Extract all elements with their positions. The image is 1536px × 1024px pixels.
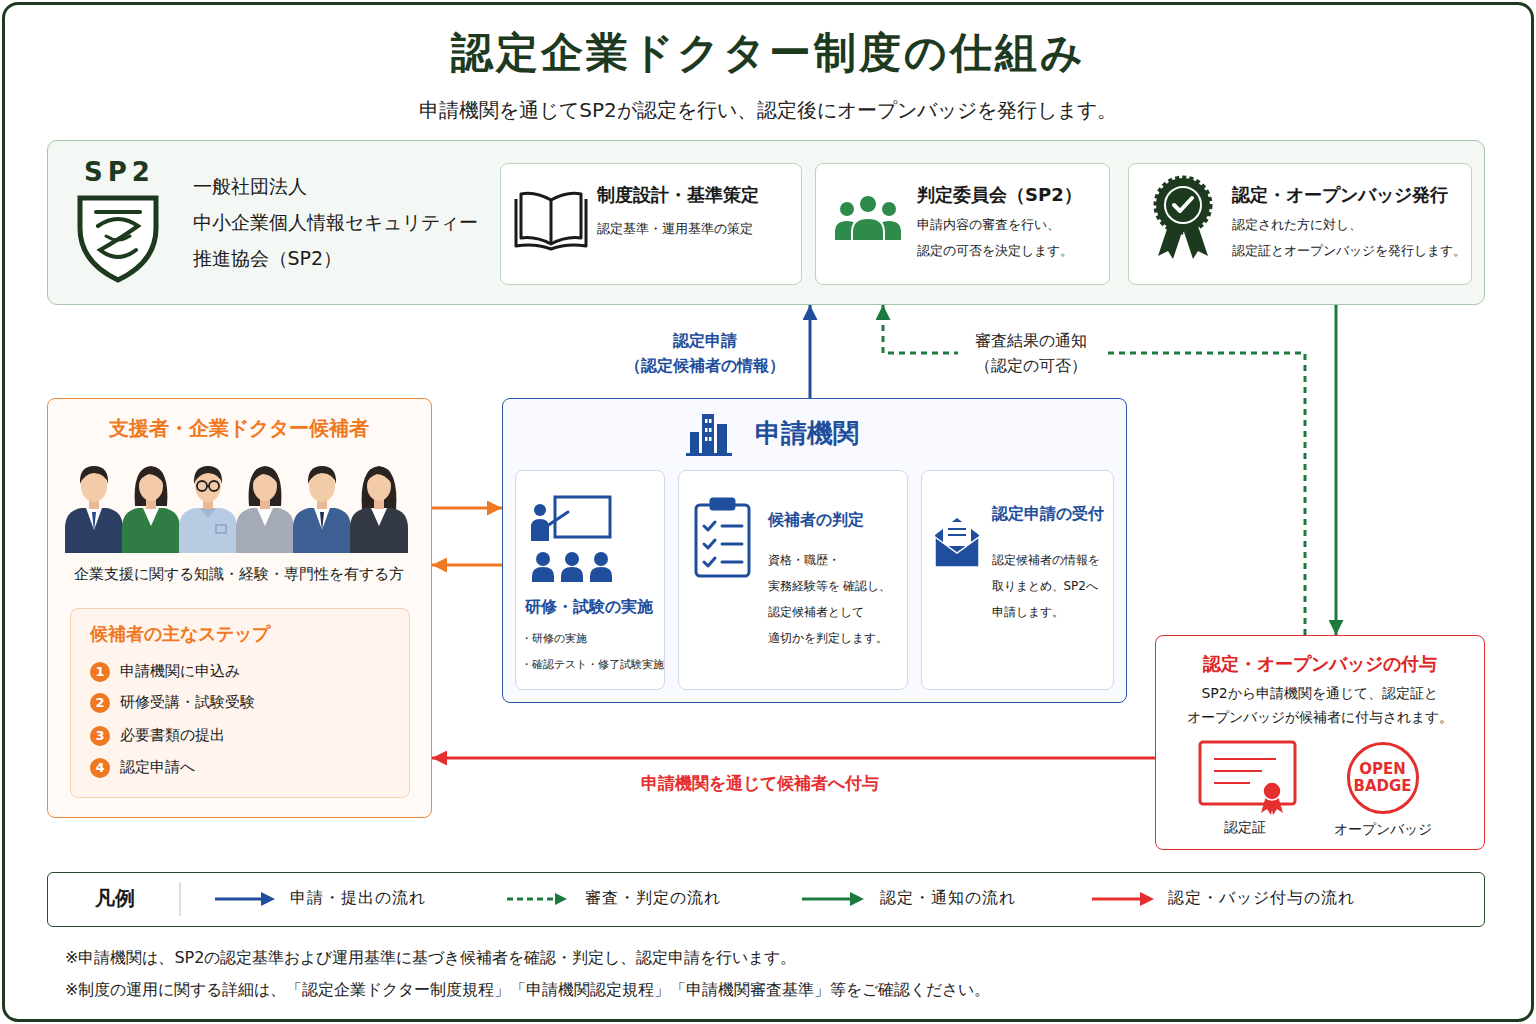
badge-circle: OPEN BADGEオープンバッジ: [1347, 742, 1419, 814]
node-text: オープンバッジ: [1318, 820, 1448, 838]
node-text: 資格・職歴・実務経験等を 確認し、認定候補者として 適切かを判定します。: [768, 547, 910, 651]
node-text: 研修受講・試験受験: [120, 693, 380, 713]
node-text: ・確認テスト・修了試験実施: [521, 658, 663, 672]
legend-samples: [850, 892, 864, 906]
node-heading: 研修・試験の実施: [525, 597, 663, 618]
flow-arrow: [1335, 305, 1338, 635]
node-heading: 申請機関: [755, 417, 915, 451]
legend-text: 認定・バッジ付与の流れ: [1168, 888, 1355, 909]
node-heading: 候補者の主なステップ: [90, 622, 390, 645]
edge-label: 申請機関を通じて候補者へ付与: [560, 772, 960, 794]
node-heading: SP2: [82, 156, 158, 190]
flow-arrow: [432, 564, 502, 567]
legend-samples: [802, 898, 851, 901]
node-text: 認定申請へ: [120, 758, 380, 778]
flow-arrow: [432, 507, 502, 510]
flow-arrow: [432, 757, 1155, 760]
callout-number: 3: [90, 726, 110, 746]
candidate-box: 支援者・企業ドクター候補者企業支援に関する知識・経験・専門性を有する方候補者の主…: [47, 398, 432, 818]
node-text: 一般社団法人 中小企業個人情報セキュリティー 推進協会（SP2）: [193, 168, 493, 276]
node-heading: 認定・オープンバッジの付与: [1155, 652, 1485, 675]
process-box: 候補者の判定資格・職歴・実務経験等を 確認し、認定候補者として 適切かを判定しま…: [678, 470, 908, 690]
node-heading: OPEN BADGE: [1351, 761, 1415, 795]
process-box: 認定申請の受付認定候補者の情報を 取りまとめ、SP2へ 申請します。: [921, 470, 1114, 690]
legend-text: 申請・提出の流れ: [290, 888, 426, 909]
legend-samples: [1140, 892, 1154, 906]
legend-samples: [215, 898, 263, 901]
legend-text: 認定・通知の流れ: [880, 888, 1016, 909]
node-heading: 判定委員会（SP2）: [917, 183, 1102, 206]
callout-number: 1: [90, 662, 110, 682]
node-text: 認定候補者の情報を 取りまとめ、SP2へ 申請します。: [992, 547, 1110, 625]
diagram-caption: 申請機関を通じてSP2が認定を行い、認定後にオープンバッジを発行します。: [0, 97, 1536, 123]
footnote: ※制度の運用に関する詳細は、「認定企業ドクター制度規程」「申請機関認定規程」「申…: [65, 980, 990, 1001]
organization-band: SP2一般社団法人 中小企業個人情報セキュリティー 推進協会（SP2）制度設計・…: [47, 140, 1485, 305]
icon-caption: 認定証: [1195, 818, 1295, 836]
legend-samples: [180, 882, 1154, 916]
process-box: 研修・試験の実施・研修の実施・確認テスト・修了試験実施: [515, 470, 665, 690]
footnote: ※申請機関は、SP2の認定基準および運用基準に基づき候補者を確認・判定し、認定申…: [65, 948, 796, 969]
diagram-title: 認定企業ドクター制度の仕組み: [0, 26, 1536, 81]
node-heading: 認定申請の受付: [992, 504, 1110, 525]
function-box: 認定・オープンバッジ発行認定された方に対し、 認定証とオープンバッジを発行します…: [1128, 163, 1472, 285]
edge-label: 審査結果の通知 （認定の可否）: [958, 328, 1103, 378]
node-text: ・研修の実施: [521, 632, 663, 646]
node-text: 申請機関に申込み: [120, 662, 380, 682]
legend-samples: [261, 892, 275, 906]
flow-arrow: [809, 305, 812, 398]
node-text: 必要書類の提出: [120, 726, 380, 746]
node-text: SP2から申請機関を通じて、認定証と オープンバッジが候補者に付与されます。: [1160, 681, 1480, 729]
edge-label: 認定申請 （認定候補者の情報）: [610, 328, 800, 378]
node-heading: 認定・オープンバッジ発行: [1232, 183, 1467, 206]
node-text: 認定基準・運用基準の策定: [597, 218, 797, 240]
node-heading: 支援者・企業ドクター候補者: [47, 415, 432, 441]
award-box: 認定・オープンバッジの付与 SP2から申請機関を通じて、認定証と オープンバッジが…: [1155, 635, 1485, 850]
node-text: 認定された方に対し、 認定証とオープンバッジを発行します。: [1232, 212, 1472, 264]
steps-box: 候補者の主なステップ申請機関に申込み研修受講・試験受験必要書類の提出認定申請へ: [70, 608, 410, 798]
callout-number: 2: [90, 693, 110, 713]
callout-number: 4: [90, 758, 110, 778]
legend-samples: [179, 882, 181, 916]
legend-title: 凡例: [95, 885, 135, 911]
function-box: 制度設計・基準策定認定基準・運用基準の策定: [500, 163, 802, 285]
legend-samples: [507, 898, 556, 901]
legend-samples: [555, 893, 567, 905]
legend-samples: [1092, 898, 1141, 901]
organization-box: 申請機関研修・試験の実施・研修の実施・確認テスト・修了試験実施候補者の判定資格・…: [502, 398, 1127, 703]
node-text: 申請内容の審査を行い、 認定の可否を決定します。: [917, 212, 1107, 264]
legend-text: 審査・判定の流れ: [585, 888, 721, 909]
node-text: 企業支援に関する知識・経験・専門性を有する方: [47, 565, 432, 585]
node-heading: 候補者の判定: [768, 510, 903, 531]
node-heading: 制度設計・基準策定: [597, 183, 797, 206]
function-box: 判定委員会（SP2） 申請内容の審査を行い、 認定の可否を決定します。: [815, 163, 1110, 285]
